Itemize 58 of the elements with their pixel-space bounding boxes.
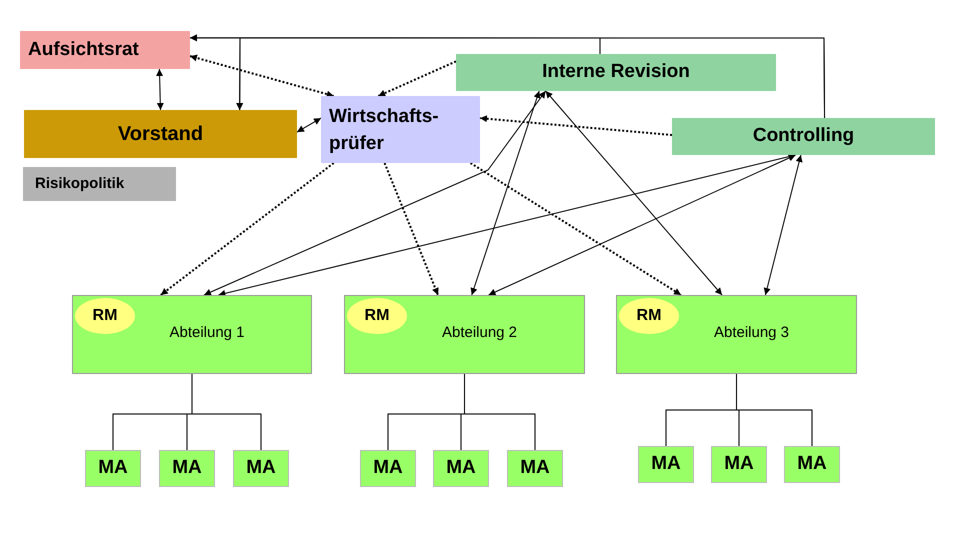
ellipse-label: RM: [364, 306, 390, 326]
arrow: [190, 54, 334, 98]
box-title: Controlling: [752, 124, 854, 148]
box-title: MA: [246, 456, 276, 480]
policy-box: [23, 167, 176, 201]
arrow: [384, 162, 439, 296]
arrow: [480, 115, 672, 136]
staff-box: [233, 450, 289, 487]
staff-box: [159, 450, 215, 487]
staff-box: [784, 446, 840, 483]
department-box: [344, 295, 585, 374]
auditor-box: [321, 96, 480, 163]
staff-box: [433, 450, 489, 487]
board-box: [20, 31, 190, 69]
box-title: MA: [98, 456, 128, 480]
box-title: Risikopolitik: [35, 174, 124, 194]
box-title: MA: [651, 452, 681, 476]
box-title: MA: [373, 456, 403, 480]
arrow: [378, 60, 456, 97]
box-title: Vorstand: [118, 122, 204, 147]
box-title: Wirtschafts- prüfer: [329, 104, 440, 156]
arrow: [160, 162, 334, 296]
rm-ellipse: [619, 298, 679, 334]
arrow: [156, 68, 164, 110]
box-title: MA: [520, 456, 550, 480]
arrow: [764, 154, 803, 296]
ellipse-label: RM: [92, 306, 118, 326]
process-box: [456, 54, 776, 91]
connector-line: [464, 374, 536, 450]
connector-line: [192, 374, 262, 450]
rm-ellipse: [347, 298, 407, 334]
board-box: [24, 110, 297, 158]
staff-box: [507, 450, 563, 487]
department-box: [616, 295, 857, 374]
staff-box: [85, 450, 141, 487]
box-title: Aufsichtsrat: [28, 38, 139, 62]
department-label: Abteilung 2: [442, 323, 518, 343]
arrow: [488, 154, 796, 296]
arrow: [470, 90, 540, 296]
arrow: [296, 118, 322, 133]
box-title: MA: [172, 456, 202, 480]
department-label: Abteilung 1: [169, 323, 245, 343]
rm-ellipse: [75, 298, 135, 334]
process-box: [672, 118, 935, 155]
connector-line: [736, 374, 812, 446]
box-title: MA: [446, 456, 476, 480]
arrow: [545, 90, 723, 296]
staff-box: [711, 446, 767, 483]
box-title: Interne Revision: [542, 60, 690, 84]
department-box: [72, 295, 312, 374]
staff-box: [360, 450, 416, 487]
box-title: MA: [724, 452, 754, 476]
box-title: MA: [797, 452, 827, 476]
staff-box: [638, 446, 694, 483]
department-label: Abteilung 3: [714, 323, 790, 343]
arrow: [470, 162, 682, 296]
ellipse-label: RM: [636, 306, 662, 326]
arrow: [204, 90, 546, 296]
